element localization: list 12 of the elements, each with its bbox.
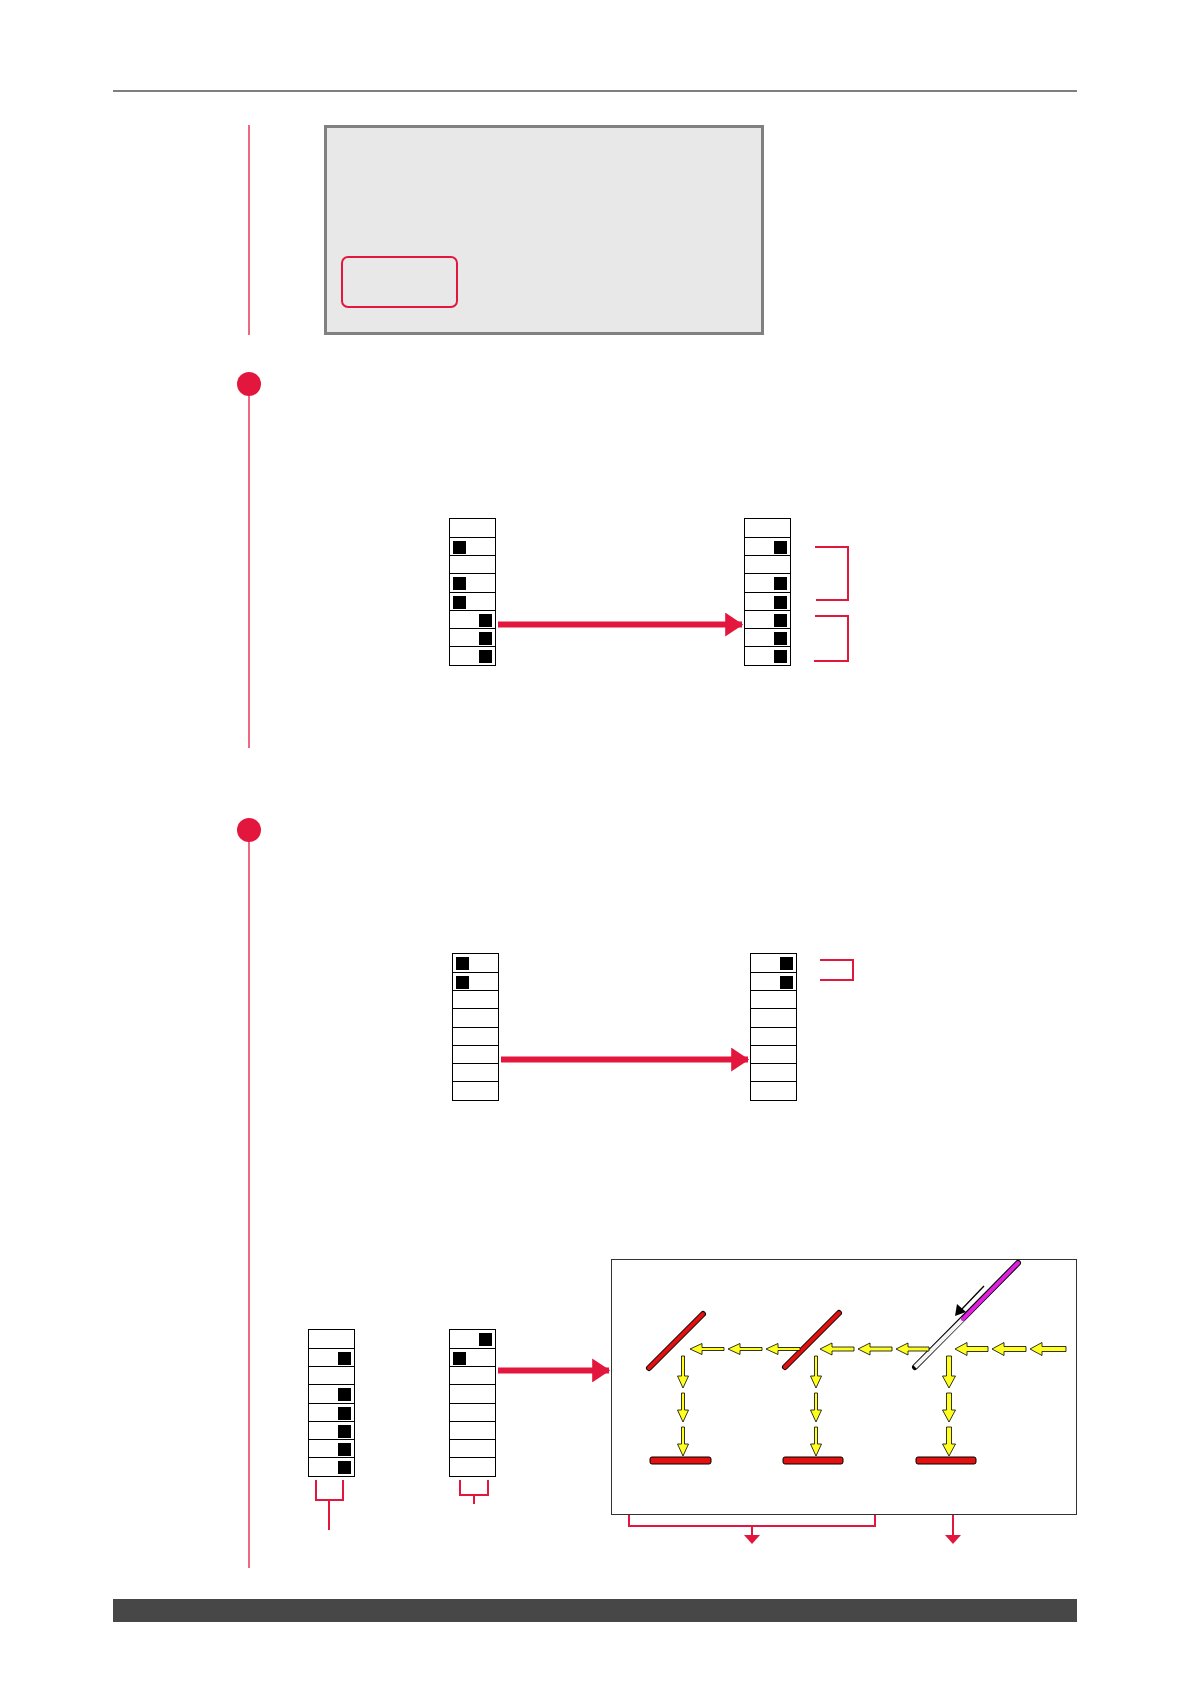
dip-switch-drawing xyxy=(750,953,797,1101)
arrow xyxy=(501,1047,750,1072)
optical-diagram xyxy=(611,1259,1077,1515)
highlight-frame xyxy=(341,256,458,308)
dip-switch-drawing xyxy=(744,518,791,666)
dip-switch-drawing xyxy=(449,1329,496,1477)
arrow xyxy=(498,1358,611,1383)
info-panel xyxy=(324,125,764,335)
dip-switch-drawing xyxy=(308,1329,355,1477)
dip-switch-drawing xyxy=(449,518,496,666)
arrow xyxy=(498,612,744,637)
dip-switch-drawing xyxy=(452,953,499,1101)
